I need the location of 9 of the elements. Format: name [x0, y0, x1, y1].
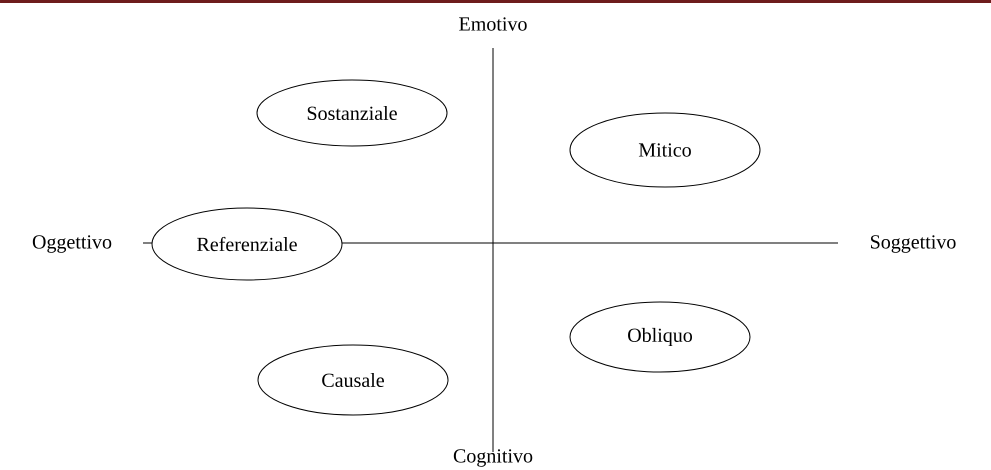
- ellipse-node: Mitico: [570, 112, 760, 188]
- axis-label: Soggettivo: [871, 235, 956, 253]
- ellipse-node: Sostanziale: [256, 80, 448, 146]
- ellipse-node: Obliquo: [570, 302, 750, 372]
- axis-label: Oggettivo: [32, 235, 112, 253]
- axis-label: Emotivo: [459, 17, 527, 31]
- axis-label: Cognitivo: [454, 449, 532, 467]
- ellipse-node: Causale: [258, 344, 448, 416]
- ellipse-node: Referenziale: [152, 208, 342, 280]
